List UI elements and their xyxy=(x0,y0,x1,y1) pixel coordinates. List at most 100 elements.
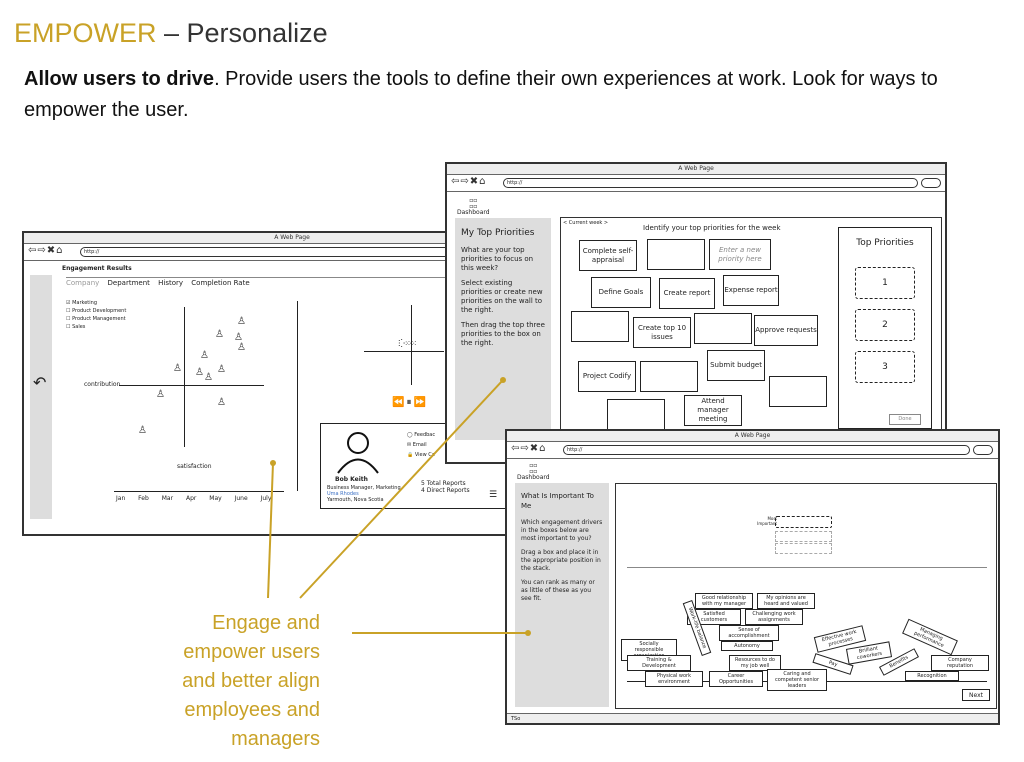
next-button[interactable]: Next xyxy=(962,689,990,701)
back-panel[interactable]: ↶ xyxy=(30,275,52,519)
priority-card[interactable] xyxy=(571,311,629,342)
tab-completion-rate[interactable]: Completion Rate xyxy=(191,279,250,287)
tab-company[interactable]: Company xyxy=(66,279,100,287)
driver-tag[interactable]: Physical work environment xyxy=(645,671,703,687)
person-icon[interactable]: ♙ xyxy=(138,425,147,436)
current-week-selector[interactable]: < Current week > xyxy=(563,220,609,226)
dashboard-link[interactable]: ▫▫▫▫Dashboard xyxy=(517,463,550,481)
person-icon[interactable]: ♙ xyxy=(217,364,226,375)
sidebar-paragraph: Then drag the top three priorities to th… xyxy=(461,321,545,347)
ranking-divider xyxy=(627,567,987,568)
priority-slot[interactable]: 3 xyxy=(855,351,915,383)
callout-line: employees and xyxy=(184,699,320,721)
rank-slot[interactable] xyxy=(775,543,832,554)
person-icon[interactable]: ♙ xyxy=(204,372,213,383)
filter-sales[interactable]: ☐ Sales xyxy=(66,324,86,330)
filter-product-management[interactable]: ☐ Product Management xyxy=(66,316,126,322)
direct-reports: 4 Direct Reports xyxy=(421,487,470,494)
priority-card[interactable]: Create report xyxy=(659,278,715,309)
priority-card[interactable]: Attend manager meeting xyxy=(684,395,742,426)
priority-card[interactable]: Project Codify xyxy=(578,361,636,392)
done-button[interactable]: Done xyxy=(889,414,921,425)
new-priority-card[interactable]: Enter a new priority here xyxy=(709,239,771,270)
driver-tag[interactable]: Resources to do my job well xyxy=(729,655,781,671)
dashboard-link[interactable]: ▫▫▫▫Dashboard xyxy=(457,198,490,216)
rank-slot[interactable] xyxy=(775,531,832,542)
priority-card[interactable] xyxy=(640,361,698,392)
person-icon[interactable]: ♙ xyxy=(195,367,204,378)
filter-marketing[interactable]: ☑ Marketing xyxy=(66,300,97,306)
callout-line: managers xyxy=(231,728,320,750)
nav-buttons[interactable]: ⇦⇨✖⌂ xyxy=(28,245,64,256)
profile-details: Business Manager, Marketing Uma Rhodes Y… xyxy=(327,485,401,503)
driver-tag[interactable]: Recognition xyxy=(905,671,959,681)
window-title: A Web Page xyxy=(447,164,945,175)
menu-icon[interactable]: ☰ xyxy=(489,490,498,500)
title-accent: EMPOWER xyxy=(14,18,157,48)
driver-tag[interactable]: My opinions are heard and valued xyxy=(757,593,815,609)
media-controls: ⏪⏸⏩ xyxy=(392,397,428,408)
priority-card[interactable]: Create top 10 issues xyxy=(633,317,691,348)
wall-heading: Identify your top priorities for the wee… xyxy=(643,224,781,232)
forward-icon[interactable]: ⏩ xyxy=(413,397,428,408)
driver-tag[interactable]: Sense of accomplishment xyxy=(719,625,779,641)
priority-card[interactable]: Approve requests xyxy=(754,315,818,346)
callout-line: Engage and xyxy=(212,612,320,634)
rewind-icon[interactable]: ⏪ xyxy=(392,397,407,408)
priority-card[interactable] xyxy=(647,239,705,270)
person-icon[interactable]: ♙ xyxy=(156,389,165,400)
priority-card[interactable]: Define Goals xyxy=(591,277,651,308)
driver-tag[interactable]: Autonomy xyxy=(721,641,773,651)
feedback-action[interactable]: ◯ Feedbac xyxy=(407,432,436,438)
pause-icon[interactable]: ⏸ xyxy=(406,397,414,408)
driver-tag[interactable]: Good relationship with my manager xyxy=(695,593,753,609)
connector-line xyxy=(299,379,504,599)
search-button[interactable] xyxy=(921,178,941,188)
most-important-label: Most Important xyxy=(757,516,777,526)
profile-role: Business Manager, Marketing xyxy=(327,485,401,491)
priority-card[interactable]: Submit budget xyxy=(707,350,765,381)
url-field[interactable]: http:// xyxy=(563,445,970,455)
person-icon[interactable]: ♙ xyxy=(215,329,224,340)
priority-card[interactable] xyxy=(607,399,665,430)
sidebar-paragraph: Select existing priorities or create new… xyxy=(461,279,543,314)
search-button[interactable] xyxy=(973,445,993,455)
priority-slot[interactable]: 1 xyxy=(855,267,915,299)
dashboard-label: Dashboard xyxy=(517,474,550,481)
person-icon[interactable]: ♙ xyxy=(237,342,246,353)
person-icon[interactable]: ♙ xyxy=(217,397,226,408)
driver-tag[interactable]: Caring and competent senior leaders xyxy=(767,669,827,691)
month-label: May xyxy=(209,495,222,502)
tab-department[interactable]: Department xyxy=(107,279,150,287)
month-label: Feb xyxy=(138,495,149,502)
nav-buttons[interactable]: ⇦⇨✖⌂ xyxy=(511,443,547,454)
view-calendar-action[interactable]: 🔒 View Ca xyxy=(407,452,435,458)
priority-card[interactable] xyxy=(769,376,827,407)
rank-slot[interactable] xyxy=(775,516,832,528)
person-icon[interactable]: ♙ xyxy=(237,316,246,327)
person-icon[interactable]: ♙ xyxy=(173,363,182,374)
driver-tag[interactable]: Training & Development xyxy=(627,655,691,671)
report-counts: 5 Total Reports 4 Direct Reports xyxy=(421,480,470,494)
driver-tag[interactable]: Career Opportunities xyxy=(709,671,763,687)
url-field[interactable]: http:// xyxy=(503,178,918,188)
person-icon[interactable]: ♙ xyxy=(234,332,243,343)
connector-dot xyxy=(525,630,531,636)
driver-tag[interactable]: Challenging work assignments xyxy=(745,609,803,625)
filter-product-development[interactable]: ☐ Product Development xyxy=(66,308,127,314)
email-action[interactable]: ✉ Email xyxy=(407,442,427,448)
priority-card[interactable] xyxy=(694,313,752,344)
nav-buttons[interactable]: ⇦⇨✖⌂ xyxy=(451,176,487,187)
subtitle-bold: Allow users to drive xyxy=(24,68,215,90)
priority-card[interactable]: Expense report xyxy=(723,275,779,306)
profile-link[interactable]: Uma Rhodes xyxy=(327,491,359,497)
tab-history[interactable]: History xyxy=(158,279,184,287)
driver-tag[interactable]: Company reputation xyxy=(931,655,989,671)
priority-card[interactable]: Complete self-appraisal xyxy=(579,240,637,271)
month-label: June xyxy=(234,495,248,502)
person-icon[interactable]: ♙ xyxy=(200,350,209,361)
priority-slot[interactable]: 2 xyxy=(855,309,915,341)
connector-line xyxy=(267,462,274,599)
month-label: Apr xyxy=(185,495,197,502)
undo-arrow-icon[interactable]: ↶ xyxy=(33,373,47,392)
